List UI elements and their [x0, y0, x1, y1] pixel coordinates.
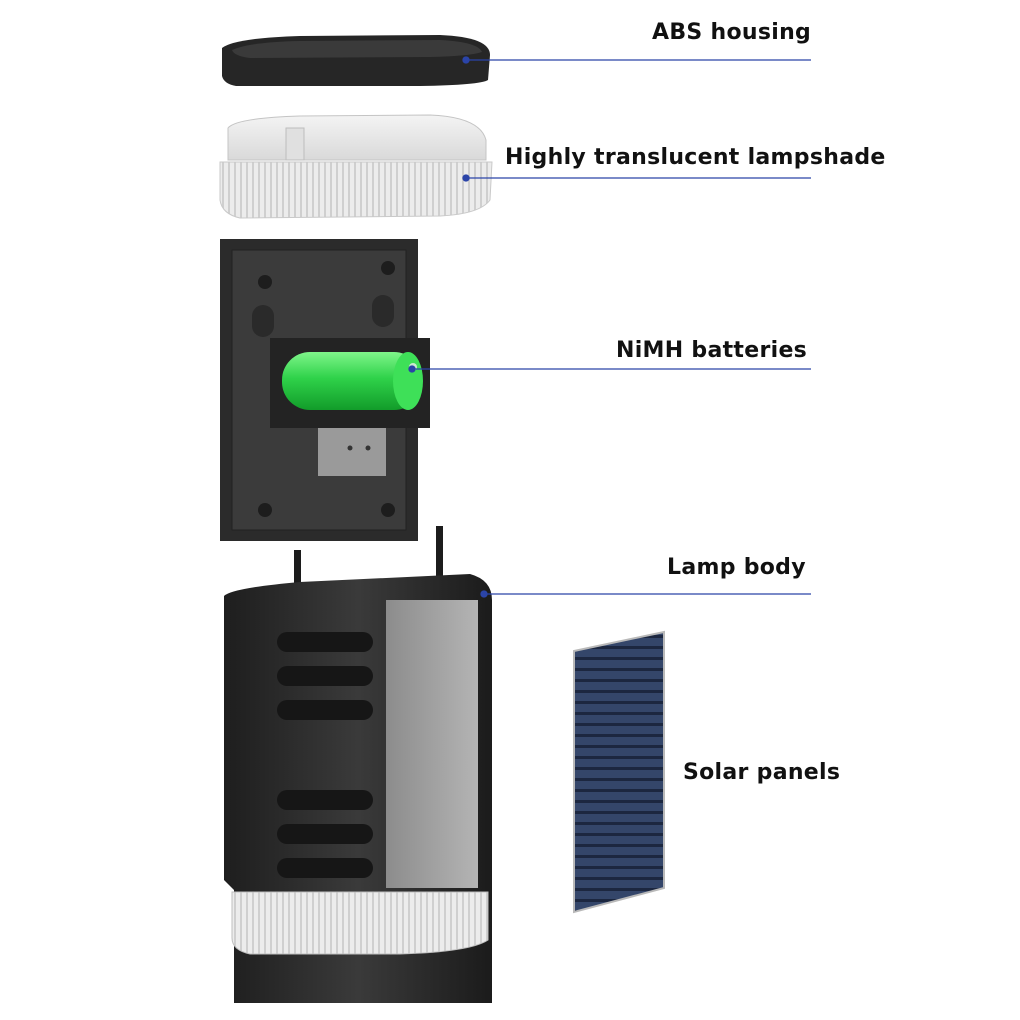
- abs-housing-part: [222, 35, 490, 86]
- nimh-battery-part: [282, 352, 423, 410]
- label-lampshade: Highly translucent lampshade: [505, 145, 886, 170]
- lampshade-part: [219, 114, 493, 219]
- label-batteries: NiMH batteries: [616, 338, 808, 363]
- solar-panel-part: [573, 630, 665, 914]
- leader-dot-lampshade: [462, 174, 470, 182]
- label-abs-housing: ABS housing: [652, 20, 812, 45]
- label-lamp-body: Lamp body: [667, 555, 806, 580]
- leader-dot-lamp-body: [480, 590, 488, 598]
- lamp-body-part: [224, 526, 492, 1003]
- label-solar-panels: Solar panels: [683, 760, 841, 785]
- leader-dot-abs-housing: [462, 56, 470, 64]
- leader-dot-batteries: [408, 365, 416, 373]
